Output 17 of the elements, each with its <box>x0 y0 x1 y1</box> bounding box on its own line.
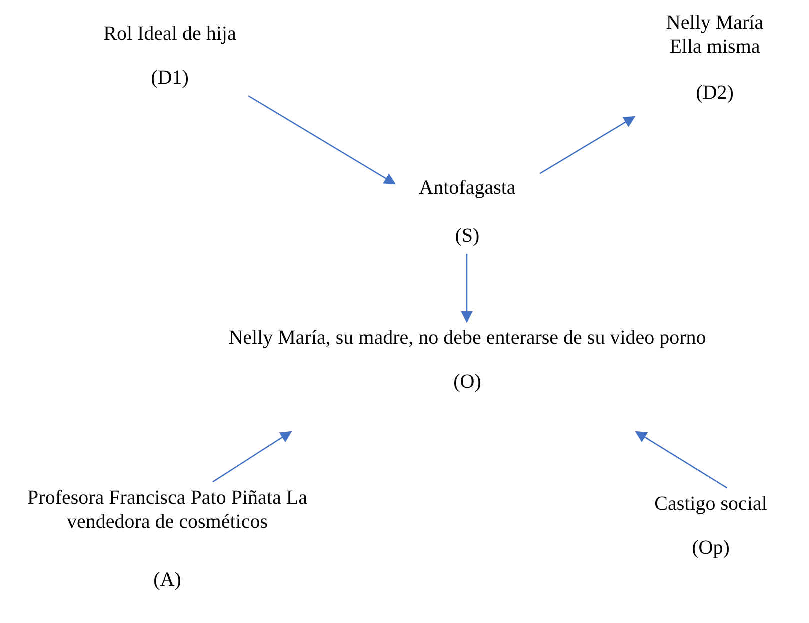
node-label: Profesora Francisca Pato Piñata La vendedora de cosméticos <box>26 486 308 534</box>
node-code: (Op) <box>692 536 730 560</box>
arrow <box>248 95 396 185</box>
node-label: Rol Ideal de hija <box>104 22 236 46</box>
node-label: Nelly María, su madre, no debe enterarse de su video porno <box>228 326 706 350</box>
node-code: (D1) <box>151 66 189 90</box>
node-code: (A) <box>154 568 182 592</box>
arrow <box>635 431 728 489</box>
node-label: Nelly María Ella misma <box>665 11 765 59</box>
node-code: (S) <box>455 224 480 248</box>
node-label: Antofagasta <box>419 176 516 200</box>
arrow <box>461 254 473 324</box>
arrow <box>540 116 636 174</box>
node-code: (D2) <box>696 81 734 105</box>
arrow <box>212 431 292 483</box>
node-label: Castigo social <box>654 492 768 516</box>
node-code: (O) <box>454 370 482 394</box>
